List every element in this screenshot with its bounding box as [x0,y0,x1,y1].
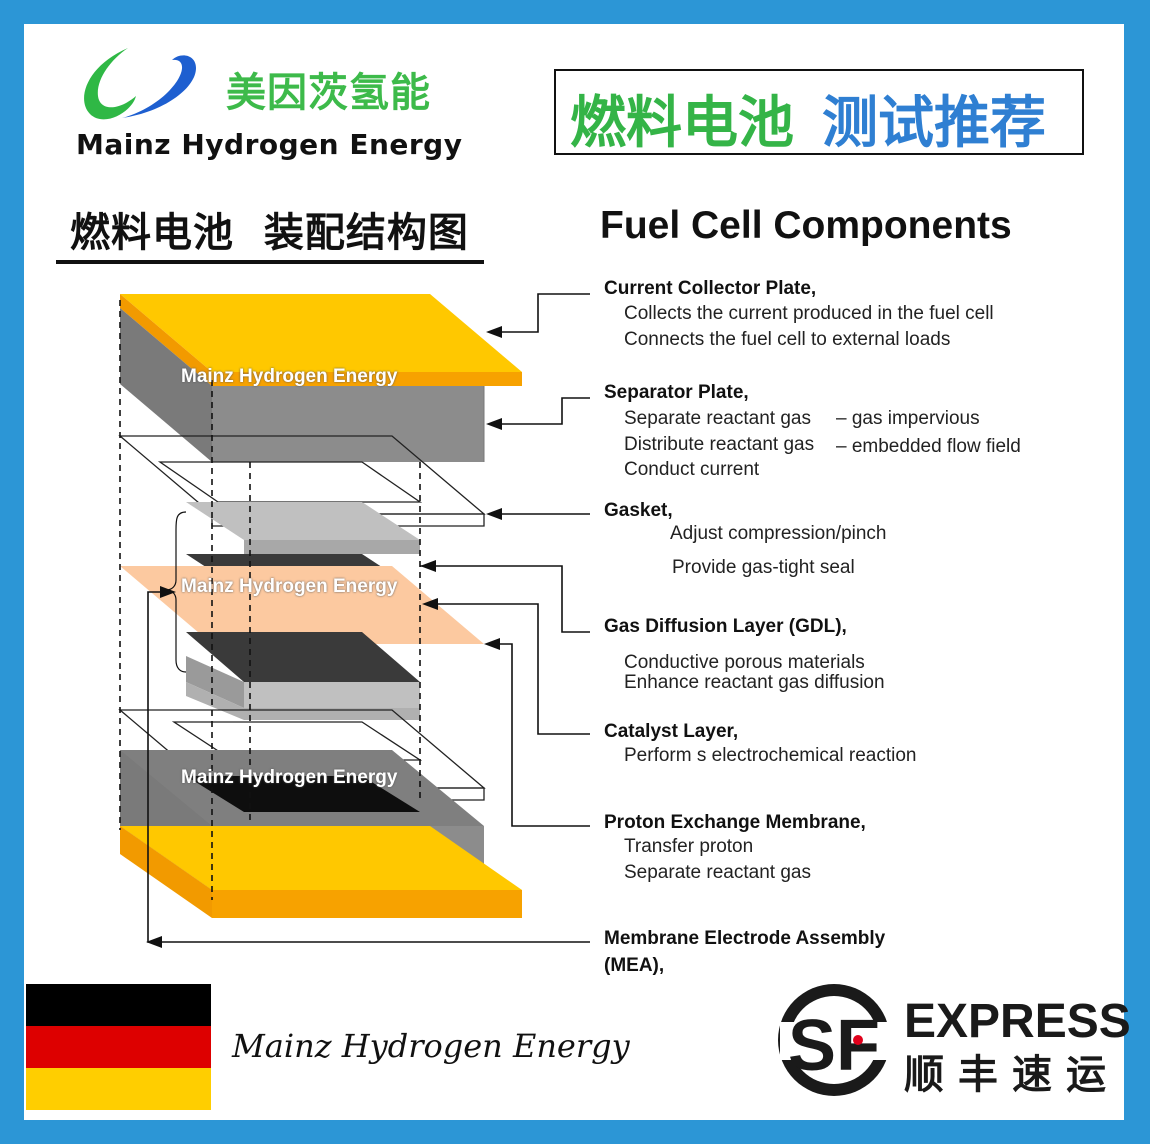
label-gdl: Gas Diffusion Layer (GDL), [604,616,847,637]
sf-logo-letters: SF [788,1006,880,1086]
stack-diagram [118,294,522,918]
german-flag-icon [26,984,211,1110]
label-separator-plate: Separator Plate, [604,382,749,403]
desc-separator-1: Separate reactant gas [624,408,811,429]
desc-gasket-1: Adjust compression/pinch [670,523,887,544]
sf-express-logo-icon: SF [778,984,890,1096]
arrowheads [146,326,502,948]
current-collector-plate-edge [212,372,522,386]
desc-current-collector-1: Collects the current produced in the fue… [624,303,994,324]
desc-gasket-2: Provide gas-tight seal [672,557,855,578]
gdl-bottom [186,656,244,708]
watermark: Mainz Hydrogen Energy [181,366,398,387]
watermark: Mainz Hydrogen Energy [181,767,398,788]
desc-current-collector-2: Connects the fuel cell to external loads [624,329,951,350]
watermark: Mainz Hydrogen Energy [181,576,398,597]
proton-exchange-membrane [120,566,484,644]
gdl-top [186,502,420,540]
desc-catalyst-1: Perform s electrochemical reaction [624,745,917,766]
sf-express-text: EXPRESS [904,995,1131,1048]
note-separator-1: – gas impervious [836,408,980,429]
promo-box [554,69,1084,155]
label-catalyst-layer: Catalyst Layer, [604,721,739,742]
brand-name-cn: 美因茨氢能 [226,70,431,116]
label-mea: Membrane Electrode Assembly [604,928,886,949]
catalyst-layer-bottom [186,632,420,682]
desc-gdl-1: Conductive porous materials [624,652,865,673]
separator-plate-top-front [212,386,484,462]
leader-lines [147,293,590,943]
brand-name-en: Mainz Hydrogen Energy [76,128,463,161]
label-gasket: Gasket, [604,500,673,521]
label-pem: Proton Exchange Membrane, [604,812,866,833]
promo-title-blue: 测试推荐 [822,91,1046,156]
desc-gdl-2: Enhance reactant gas diffusion [624,672,885,693]
diagram-title-cn: 燃料电池 装配结构图 [70,210,469,256]
current-collector-plate-bottom [120,826,522,890]
desc-pem-1: Transfer proton [624,836,754,857]
gasket-top [118,435,486,527]
brand-signature: Mainz Hydrogen Energy [232,1027,630,1065]
desc-separator-3: Conduct current [624,459,760,480]
separator-plate-top-face [120,308,212,462]
label-mea-abbr: (MEA), [604,955,665,976]
current-collector-plate-top [120,294,522,372]
sf-express-name-cn: 顺丰速运 [904,1052,1120,1098]
label-current-collector: Current Collector Plate, [604,278,817,299]
note-separator-2: – embedded flow field [836,436,1021,457]
desc-pem-2: Separate reactant gas [624,862,811,883]
brand-logo-icon [84,48,196,120]
title-underline [56,260,484,264]
diagram-title-en: Fuel Cell Components [600,204,1012,247]
promo-title-green: 燃料电池 [570,91,794,156]
desc-separator-2: Distribute reactant gas [624,434,815,455]
